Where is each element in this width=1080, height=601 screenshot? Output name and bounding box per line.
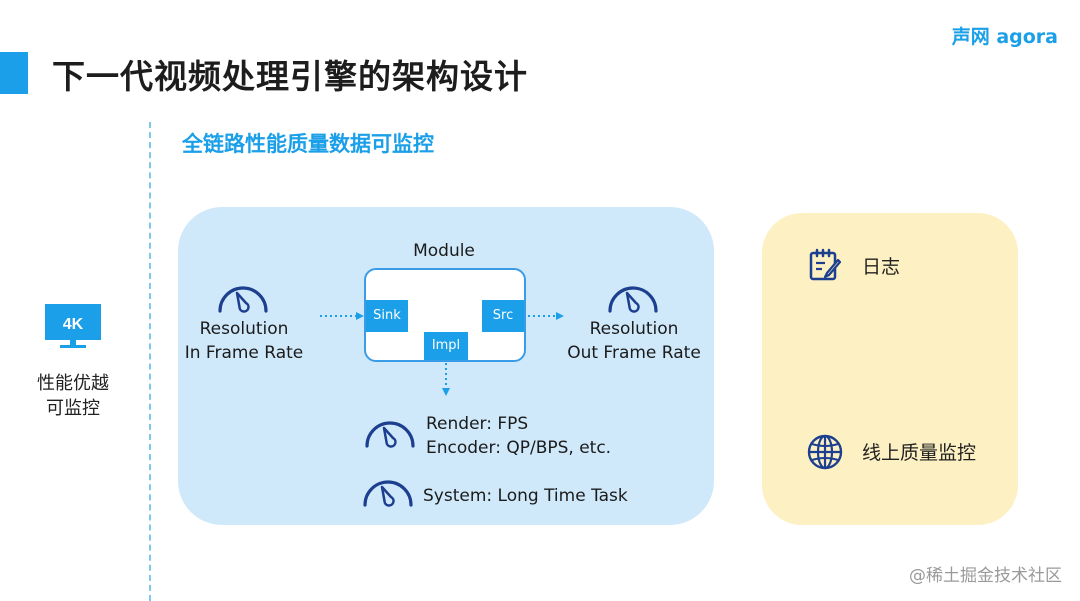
sidebar-caption: 性能优越 可监控 xyxy=(32,371,114,421)
gauge-icon xyxy=(608,286,658,313)
impl-tag: Impl xyxy=(424,332,468,360)
edit-note-icon xyxy=(809,248,842,281)
render-encoder-metrics: Render: FPS Encoder: QP/BPS, etc. xyxy=(426,412,611,460)
log-label: 日志 xyxy=(862,256,901,278)
input-metrics: Resolution In Frame Rate xyxy=(180,317,308,365)
sink-tag: Sink xyxy=(366,300,408,332)
module-label: Module xyxy=(413,241,475,261)
encoder-line: Encoder: QP/BPS, etc. xyxy=(426,438,612,458)
globe-icon xyxy=(807,434,843,470)
monitor-label: 4K xyxy=(63,316,84,333)
sidebar-line-1: 性能优越 xyxy=(37,373,109,394)
input-line-1: Resolution xyxy=(199,319,289,339)
src-tag: Src xyxy=(482,300,524,332)
section-subtitle: 全链路性能质量数据可监控 xyxy=(182,132,434,156)
output-line-2: Out Frame Rate xyxy=(567,343,701,363)
output-metrics: Resolution Out Frame Rate xyxy=(562,317,706,365)
system-metric: System: Long Time Task xyxy=(423,486,628,506)
sidebar-line-2: 可监控 xyxy=(46,398,100,419)
gauge-icon xyxy=(218,286,268,313)
accent-bar xyxy=(0,52,28,94)
gauge-icon xyxy=(365,421,415,448)
page-title: 下一代视频处理引擎的架构设计 xyxy=(52,57,528,96)
gauge-icon xyxy=(363,480,413,507)
output-line-1: Resolution xyxy=(589,319,679,339)
arrow-impl-down xyxy=(442,363,450,396)
dashed-divider xyxy=(149,122,151,601)
brand-logo: 声网 agora xyxy=(951,26,1058,48)
pipeline-panel xyxy=(178,207,714,525)
arrow-src-to-output xyxy=(528,312,564,320)
arrow-input-to-sink xyxy=(320,312,364,320)
input-line-2: In Frame Rate xyxy=(184,343,304,363)
watermark: @稀土掘金技术社区 xyxy=(909,566,1062,586)
monitoring-panel xyxy=(762,213,1018,525)
online-monitoring-label: 线上质量监控 xyxy=(862,442,977,464)
render-line: Render: FPS xyxy=(426,414,529,434)
monitor-icon: 4K xyxy=(45,304,101,348)
